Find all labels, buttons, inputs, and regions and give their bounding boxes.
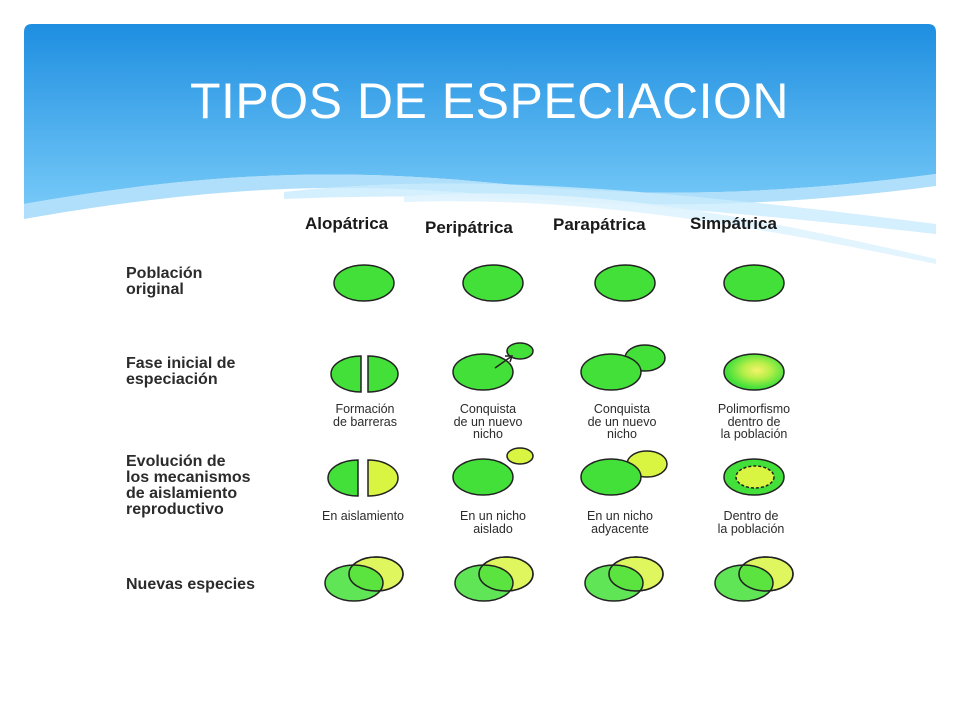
new-species-simpatrica xyxy=(715,557,793,601)
niche-conquest-parapatrica xyxy=(581,345,665,390)
new-species-alopatrica xyxy=(325,557,403,601)
isolation-evolution xyxy=(328,448,784,496)
original-populations xyxy=(334,265,784,301)
new-species-peripatrica xyxy=(455,557,533,601)
isolated-niche-peripatrica xyxy=(453,448,533,495)
niche-conquest-peripatrica xyxy=(453,343,533,390)
initial-phase xyxy=(331,343,784,392)
barrier-split-alopatrica xyxy=(331,356,398,392)
population-circle-simpatrica xyxy=(724,265,784,301)
adjacent-niche-parapatrica xyxy=(581,451,667,495)
within-population-simpatrica xyxy=(724,459,784,495)
new-species xyxy=(325,557,793,601)
population-circle-parapatrica xyxy=(595,265,655,301)
isolated-halves-alopatrica xyxy=(328,460,398,496)
population-circle-alopatrica xyxy=(334,265,394,301)
population-circle-peripatrica xyxy=(463,265,523,301)
polymorphism-circle-simpatrica xyxy=(724,354,784,390)
new-species-parapatrica xyxy=(585,557,663,601)
